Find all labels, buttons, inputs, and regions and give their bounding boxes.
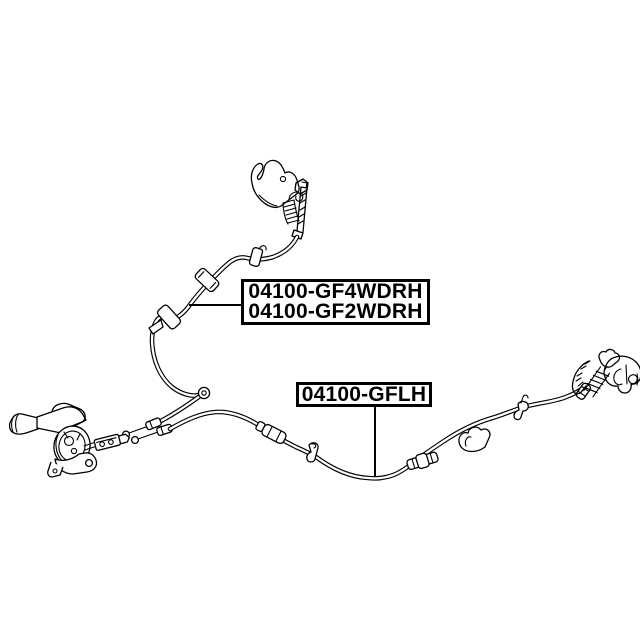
lever-clevis — [93, 433, 130, 451]
cable-ferrule-icon — [575, 382, 592, 400]
part-number-text: 04100-GFLH — [301, 383, 427, 406]
parking-brake-lever — [8, 402, 130, 478]
cable-clip-icon — [513, 400, 529, 421]
cable-bracket-icon — [458, 426, 491, 453]
upper-adjust-rod — [296, 181, 308, 233]
right-bracket-and-spring — [571, 348, 640, 400]
upper-return-spring — [282, 191, 300, 225]
conduit-end-fitting — [255, 420, 287, 445]
cable-end-ring — [197, 386, 211, 400]
cable-eyelet — [130, 435, 140, 445]
cable-ferrule-icon — [156, 423, 173, 436]
part-number-text: 04100-GF2WDRH — [248, 300, 423, 323]
cable-adjuster-icon — [406, 451, 439, 471]
part-number-label-upper-cable: 04100-GF4WDRH 04100-GF2WDRH — [241, 279, 430, 325]
part-number-text: 04100-GF4WDRH — [248, 280, 423, 303]
lower-parking-brake-cable — [167, 385, 586, 481]
lower-cable-lever-end — [130, 423, 173, 445]
leader-lines — [189, 304, 376, 477]
cable-clip-icon — [248, 247, 264, 267]
upper-bracket-and-spring — [250, 159, 309, 240]
cable-clamp-icon — [156, 304, 182, 330]
cable-ferrule-icon — [145, 417, 162, 431]
part-number-label-lower-cable: 04100-GFLH — [296, 382, 432, 407]
upper-parking-brake-cable — [121, 234, 300, 439]
cable-clamp-icon — [194, 267, 220, 293]
